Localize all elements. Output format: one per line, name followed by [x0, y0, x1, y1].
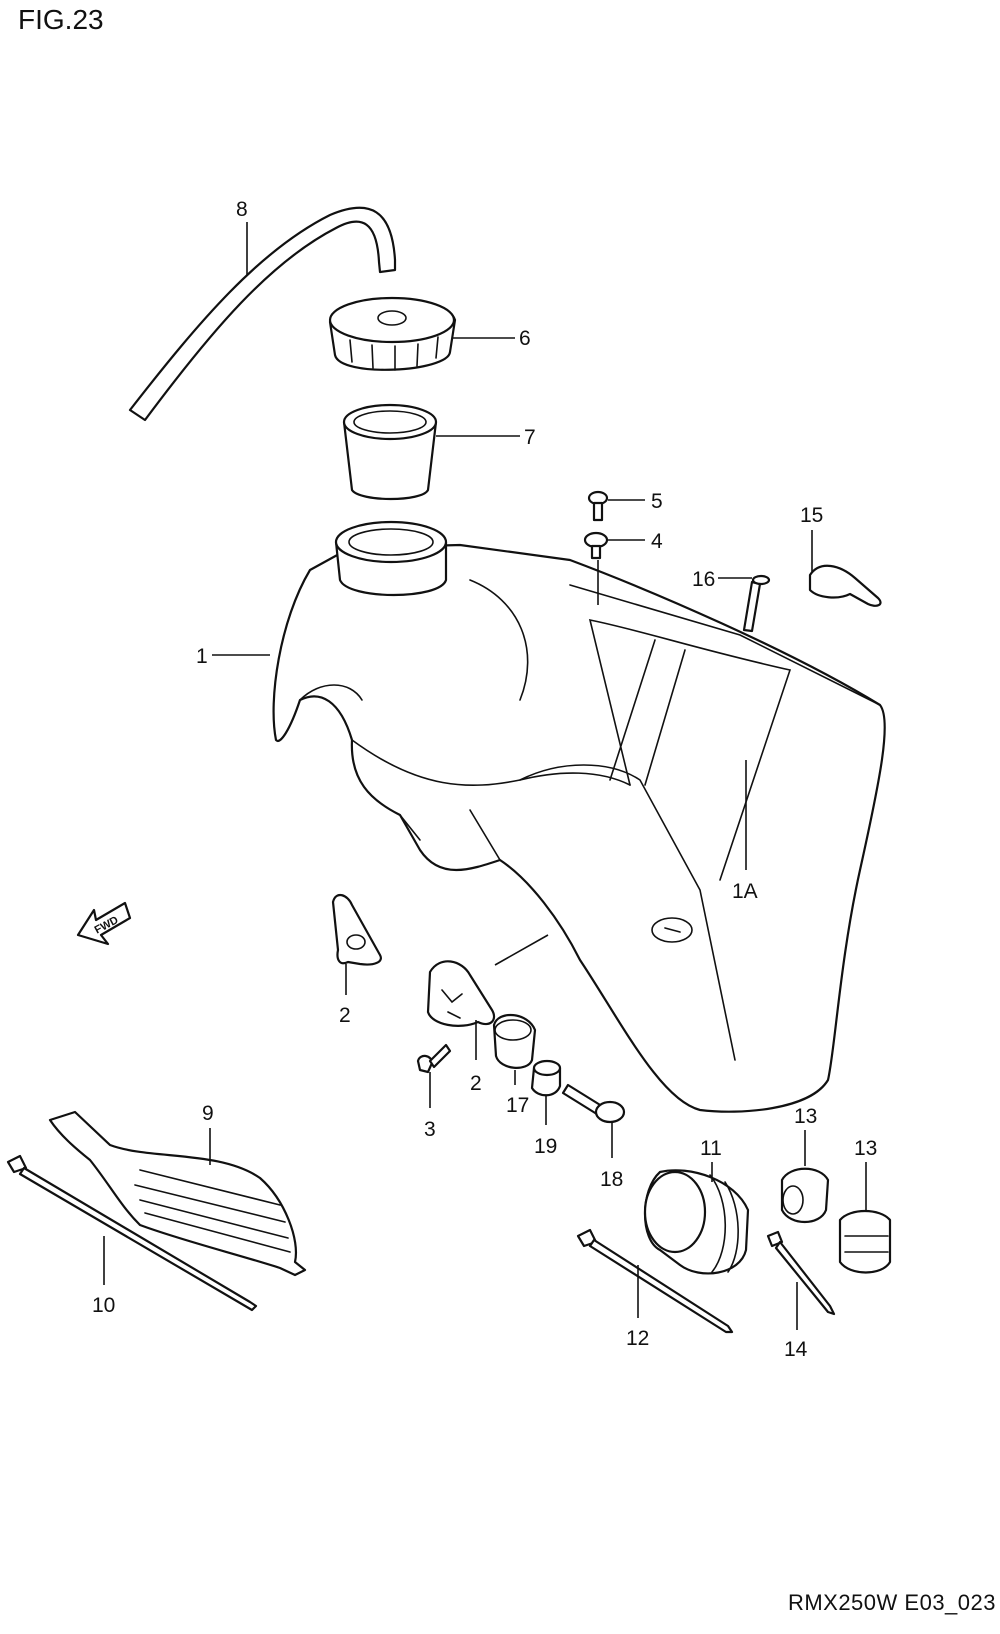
part-bolt-3: [416, 1043, 452, 1074]
part-heat-protector: [48, 1110, 307, 1277]
callout-14: 14: [784, 1338, 808, 1361]
part-washer: [583, 531, 609, 560]
part-cable-tie-14: [766, 1230, 836, 1316]
part-fuel-cap: [328, 296, 457, 371]
part-collar: [530, 1059, 562, 1097]
part-filler-ring: [342, 403, 438, 501]
callout-15: 15: [800, 504, 823, 527]
callout-8: 8: [236, 198, 248, 221]
figure-title: FIG.23: [18, 4, 104, 35]
callout-13-lower: 13: [854, 1137, 877, 1160]
callout-6: 6: [519, 327, 531, 350]
part-rubber-boot: [643, 1169, 750, 1275]
callout-4: 4: [651, 530, 663, 553]
part-cable-tie-10: [6, 1154, 258, 1312]
part-bracket-right: [426, 960, 496, 1027]
callout-2-left: 2: [339, 1004, 351, 1027]
callout-labels: 8 6 7 5 4 15 16 1 1A 2 2 17 3 19 18 9 10…: [92, 198, 877, 1361]
callout-13-upper: 13: [794, 1105, 817, 1128]
callout-1: 1: [196, 645, 208, 668]
part-damper-upper: [780, 1167, 830, 1223]
fwd-arrow-icon: FWD: [76, 901, 132, 946]
callout-9: 9: [202, 1102, 214, 1125]
part-bolt-18: [561, 1083, 626, 1124]
callout-16: 16: [692, 568, 715, 591]
callout-3: 3: [424, 1118, 436, 1141]
callout-18: 18: [600, 1168, 623, 1191]
callout-1A: 1A: [732, 880, 758, 903]
callout-7: 7: [524, 426, 536, 449]
callout-17: 17: [506, 1094, 529, 1117]
part-bolt-16: [742, 574, 771, 633]
part-fuel-tank: [272, 520, 886, 1113]
part-screw: [587, 490, 609, 522]
callout-19: 19: [534, 1135, 557, 1158]
part-clamp: [808, 564, 882, 607]
leader-lines: [103, 222, 867, 1330]
callout-12: 12: [626, 1327, 649, 1350]
callout-2-right: 2: [470, 1072, 482, 1095]
callout-5: 5: [651, 490, 663, 513]
part-grommet: [492, 1013, 537, 1069]
part-bracket-left: [331, 893, 382, 966]
callout-10: 10: [92, 1294, 115, 1317]
drawing-code: RMX250W E03_023: [787, 1590, 996, 1615]
part-cable-tie-12: [576, 1228, 734, 1334]
fwd-arrow-label: FWD: [93, 914, 121, 936]
callout-11: 11: [700, 1137, 722, 1160]
part-damper-lower: [838, 1209, 892, 1274]
part-breather-hose: [128, 206, 397, 422]
